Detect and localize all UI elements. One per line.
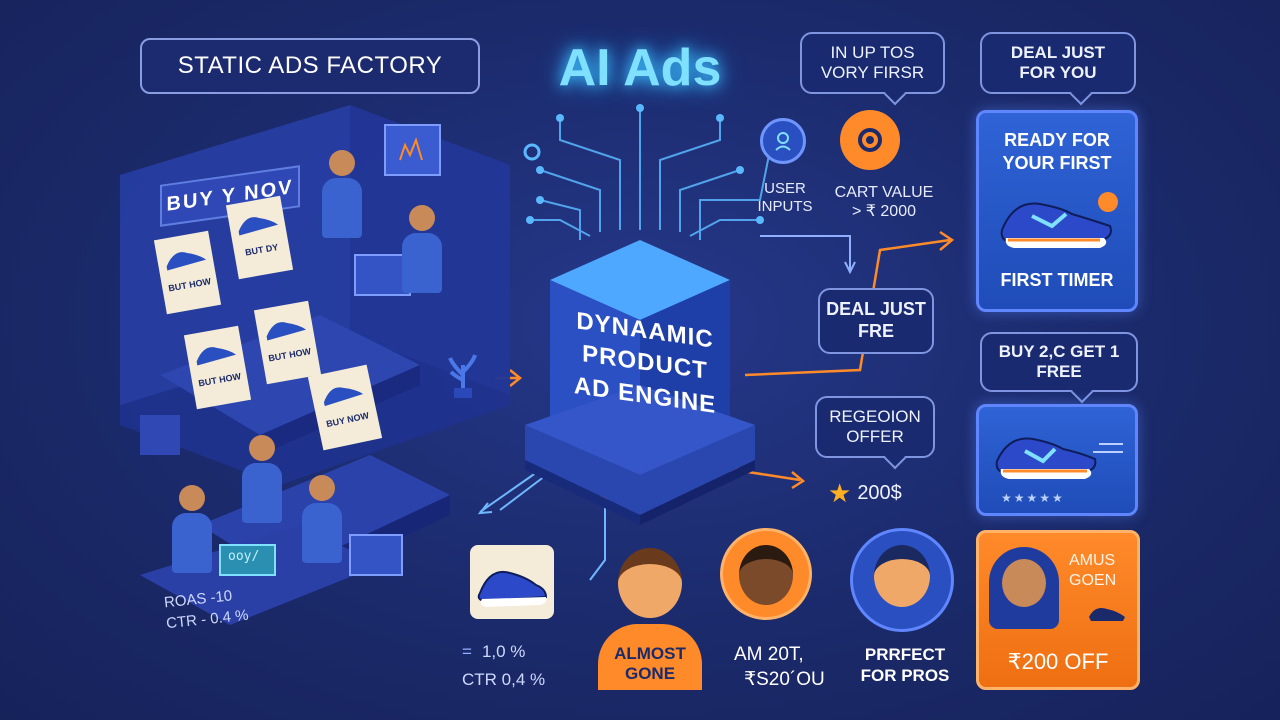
- static-ads-factory-text: STATIC ADS FACTORY: [177, 52, 443, 80]
- orange-price: ₹200 OFF: [1007, 649, 1109, 674]
- worker-figure: [170, 485, 214, 575]
- shoe-icon: [477, 571, 548, 607]
- first-timer-card[interactable]: READY FOR YOUR FIRST FIRST TIMER: [976, 110, 1138, 312]
- rating: ★ 200$: [828, 478, 902, 509]
- user-input-icon: [760, 118, 806, 164]
- cart-value-label: CART VALUE > ₹ 2000: [834, 184, 934, 221]
- rating-value: 200$: [857, 482, 902, 504]
- woman-avatar: [989, 547, 1059, 629]
- am-line-1: AM 20T,: [734, 644, 804, 665]
- bottom-metrics: = 1,0 % CTR 0,4 %: [462, 642, 545, 690]
- almost-gone-avatar: ALMOST GONE: [598, 548, 702, 690]
- first-timer-title: READY FOR YOUR FIRST: [1002, 130, 1112, 173]
- first-timer-footer: FIRST TIMER: [1000, 270, 1114, 290]
- cart-value-icon: [840, 110, 900, 170]
- dash-icon: =: [462, 642, 472, 661]
- shoe-icon: [995, 437, 1097, 479]
- person-icon: [775, 132, 791, 151]
- static-ads-factory-label: STATIC ADS FACTORY: [140, 38, 480, 94]
- at-icon: [858, 128, 882, 152]
- product-thumb[interactable]: [470, 545, 554, 619]
- metric-2: CTR 0,4 %: [462, 670, 546, 689]
- deal-mid-bubble: DEAL JUST FRE: [818, 288, 934, 354]
- deal-mid-text: DEAL JUST FRE: [826, 299, 926, 341]
- deal-top-bubble: DEAL JUST FOR YOU: [980, 32, 1136, 94]
- shoe-icon: [238, 217, 279, 236]
- perfect-for-pros: PRRFECT FOR PROS: [860, 645, 950, 686]
- shoe-icon: [196, 347, 237, 366]
- top-bubble-text: IN UP TOS VORY FIRSR: [820, 42, 925, 82]
- ad-sheet: BUT HOW: [183, 325, 252, 410]
- man-avatar: [850, 528, 954, 632]
- shoe-icon: [1089, 608, 1125, 621]
- buy2-text: BUY 2,C GET 1 FREE: [998, 341, 1120, 381]
- metric-1: = 1,0 %: [462, 642, 545, 662]
- shoe-icon: [166, 252, 207, 271]
- am-line-2: ₹S20´OU: [744, 669, 825, 690]
- ad-sheet: BUT HOW: [153, 230, 222, 315]
- monitor-screen-text: ooy/: [228, 549, 260, 564]
- factory-scene: BUY Y NOV BUT HOW BUT DY BUT HOW BUT HOW…: [120, 105, 510, 665]
- shoe-icon: [323, 387, 364, 407]
- almost-gone-text: ALMOST GONE: [614, 644, 686, 684]
- region-bubble: REGEOION OFFER: [815, 396, 935, 458]
- orange-text: AMUS GOEN: [1069, 552, 1117, 589]
- buy2-bubble: BUY 2,C GET 1 FREE: [980, 332, 1138, 392]
- woman-avatar: [720, 528, 812, 620]
- page-title: AI Ads: [558, 39, 722, 97]
- orange-promo-card[interactable]: AMUS GOEN ₹200 OFF: [976, 530, 1140, 690]
- worker-figure: [400, 205, 444, 295]
- worker-figure: [300, 475, 344, 565]
- ad-sheet: BUT HOW: [253, 300, 322, 385]
- worker-figure: [240, 435, 284, 525]
- worker-figure: [320, 150, 364, 240]
- star-icon: ★: [828, 478, 852, 508]
- deal-top-text: DEAL JUST FOR YOU: [1010, 42, 1106, 82]
- shoe-icon: [1000, 192, 1118, 248]
- stars-rating: ★★★★★: [1001, 491, 1065, 505]
- top-bubble: IN UP TOS VORY FIRSR: [800, 32, 945, 94]
- ad-sheet: BUY NOW: [307, 364, 383, 451]
- user-inputs-label: USER INPUTS: [757, 180, 813, 215]
- shoe-rating-card[interactable]: ★★★★★: [976, 404, 1138, 516]
- plant-icon: [448, 354, 477, 398]
- metric-1-value: 1,0 %: [481, 642, 526, 661]
- region-text: REGEOION OFFER: [829, 406, 921, 446]
- ad-sheet: BUT DY: [225, 195, 294, 280]
- shoe-icon: [266, 322, 307, 341]
- ad-engine: DYNAAMIC PRODUCT AD ENGINE: [525, 225, 755, 535]
- engine-cube: [525, 240, 755, 525]
